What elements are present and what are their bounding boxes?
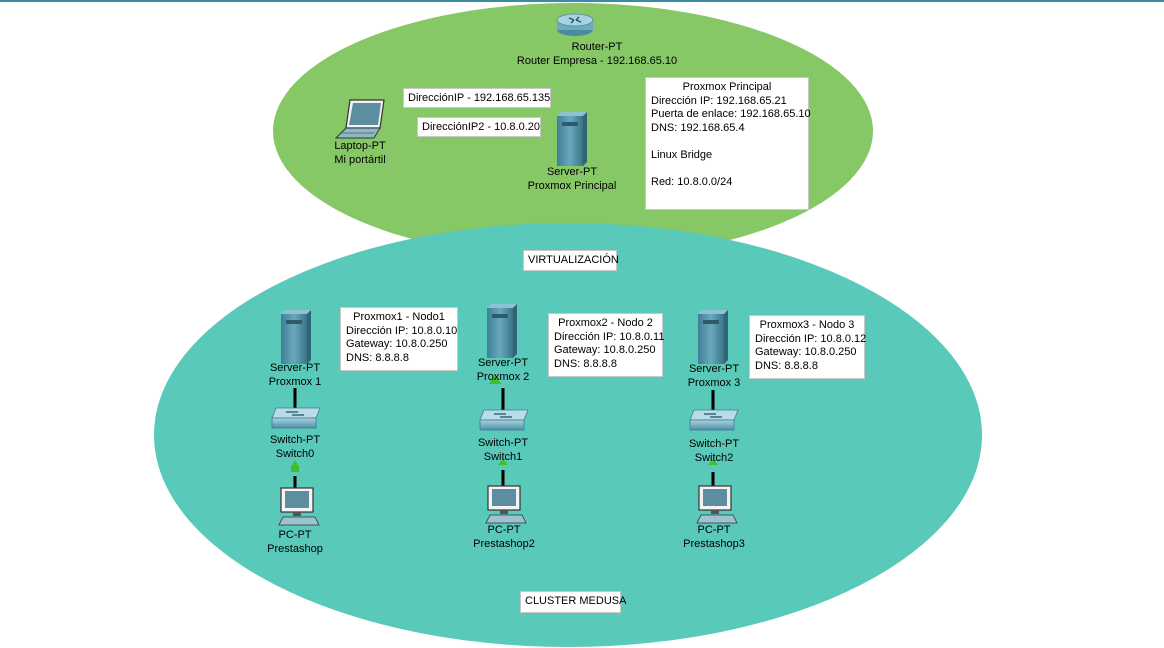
note-gateway: Puerta de enlace: 192.168.65.10 — [651, 108, 811, 121]
main-server-name: Proxmox Principal — [527, 180, 617, 192]
pc-name: Prestashop2 — [473, 538, 535, 550]
note-network: Red: 10.8.0.0/24 — [651, 175, 733, 188]
note-ip: Dirección IP: 10.8.0.10 — [346, 324, 458, 337]
switch1-label: Switch-PT Switch1 — [453, 436, 553, 464]
main-server-label: Server-PT Proxmox Principal — [512, 165, 632, 193]
pc-type: PC-PT — [697, 524, 731, 536]
note-gateway: Gateway: 10.8.0.250 — [346, 338, 448, 351]
switch-icon[interactable] — [271, 407, 321, 429]
top-border — [0, 0, 1164, 2]
note-bridge: Linux Bridge — [651, 148, 713, 161]
switch-type: Switch-PT — [688, 438, 740, 450]
note-title: Proxmox3 - Nodo 3 — [759, 319, 855, 331]
pc-name: Prestashop — [267, 543, 323, 555]
note-gateway: Gateway: 10.8.0.250 — [755, 346, 857, 359]
proxmox1-note[interactable]: Proxmox1 - Nodo1 Dirección IP: 10.8.0.10… — [340, 307, 458, 371]
main-server-type: Server-PT — [546, 166, 598, 178]
pc1-label: PC-PT Prestashop — [245, 528, 345, 556]
switch-type: Switch-PT — [477, 437, 529, 449]
server-icon[interactable] — [698, 310, 728, 364]
router-label: Router-PT Router Empresa - 192.168.65.10 — [477, 40, 717, 68]
proxmox3-label: Server-PT Proxmox 3 — [664, 362, 764, 390]
note-title: Proxmox2 - Nodo 2 — [558, 317, 653, 329]
main-server-note[interactable]: Proxmox Principal Dirección IP: 192.168.… — [645, 77, 811, 210]
note-title: Proxmox1 - Nodo1 — [353, 311, 445, 323]
cluster-medusa-label[interactable]: CLUSTER MEDUSA — [520, 591, 626, 613]
switch0-label: Switch-PT Switch0 — [245, 433, 345, 461]
router-icon[interactable] — [556, 13, 594, 36]
proxmox2-note[interactable]: Proxmox2 - Nodo 2 Dirección IP: 10.8.0.1… — [548, 313, 665, 377]
server-type: Server-PT — [269, 362, 321, 374]
switch-name: Switch1 — [483, 451, 523, 463]
server-name: Proxmox 1 — [268, 376, 322, 388]
server-name: Proxmox 2 — [476, 371, 530, 383]
switch-name: Switch2 — [694, 452, 734, 464]
pc-icon[interactable] — [696, 485, 738, 524]
virtualization-label[interactable]: VIRTUALIZACIÓN — [523, 250, 619, 271]
laptop-icon[interactable] — [334, 99, 385, 139]
server-icon[interactable] — [281, 310, 311, 364]
laptop-ip2-label[interactable]: DirecciónIP2 - 10.8.0.20 — [417, 117, 541, 137]
switch-type: Switch-PT — [269, 434, 321, 446]
pc2-label: PC-PT Prestashop2 — [446, 523, 562, 551]
server-icon[interactable] — [487, 304, 517, 358]
server-icon[interactable] — [557, 112, 587, 166]
router-name: Router Empresa - 192.168.65.10 — [516, 55, 678, 67]
laptop-label: Laptop-PT Mi portártil — [310, 139, 410, 167]
proxmox2-label: Server-PT Proxmox 2 — [453, 356, 553, 384]
pc-name: Prestashop3 — [683, 538, 745, 550]
note-title: Proxmox Principal — [682, 81, 772, 93]
note-ip: Dirección IP: 192.168.65.21 — [651, 94, 787, 107]
link-up-indicators — [290, 374, 718, 472]
pc3-label: PC-PT Prestashop3 — [656, 523, 772, 551]
pc-icon[interactable] — [278, 487, 320, 526]
proxmox1-label: Server-PT Proxmox 1 — [245, 361, 345, 389]
laptop-ip-label[interactable]: DirecciónIP - 192.168.65.135 — [403, 88, 551, 108]
pc-icon[interactable] — [485, 485, 527, 524]
note-ip: Dirección IP: 10.8.0.12 — [755, 332, 867, 345]
server-name: Proxmox 3 — [687, 377, 741, 389]
server-type: Server-PT — [477, 357, 529, 369]
switch-icon[interactable] — [689, 409, 739, 431]
note-dns: DNS: 8.8.8.8 — [346, 352, 409, 365]
proxmox3-note[interactable]: Proxmox3 - Nodo 3 Dirección IP: 10.8.0.1… — [749, 315, 867, 379]
note-ip: Dirección IP: 10.8.0.11 — [554, 330, 665, 343]
note-dns: DNS: 192.168.65.4 — [651, 122, 745, 135]
pc-type: PC-PT — [487, 524, 521, 536]
note-gateway: Gateway: 10.8.0.250 — [554, 344, 656, 357]
laptop-type: Laptop-PT — [334, 140, 386, 152]
router-type: Router-PT — [571, 41, 623, 53]
server-type: Server-PT — [688, 363, 740, 375]
switch-icon[interactable] — [479, 409, 529, 431]
links — [290, 374, 718, 488]
note-dns: DNS: 8.8.8.8 — [755, 360, 818, 373]
switch-name: Switch0 — [275, 448, 315, 460]
laptop-name: Mi portártil — [334, 154, 386, 166]
switch2-label: Switch-PT Switch2 — [664, 437, 764, 465]
pc-type: PC-PT — [278, 529, 312, 541]
note-dns: DNS: 8.8.8.8 — [554, 358, 617, 371]
